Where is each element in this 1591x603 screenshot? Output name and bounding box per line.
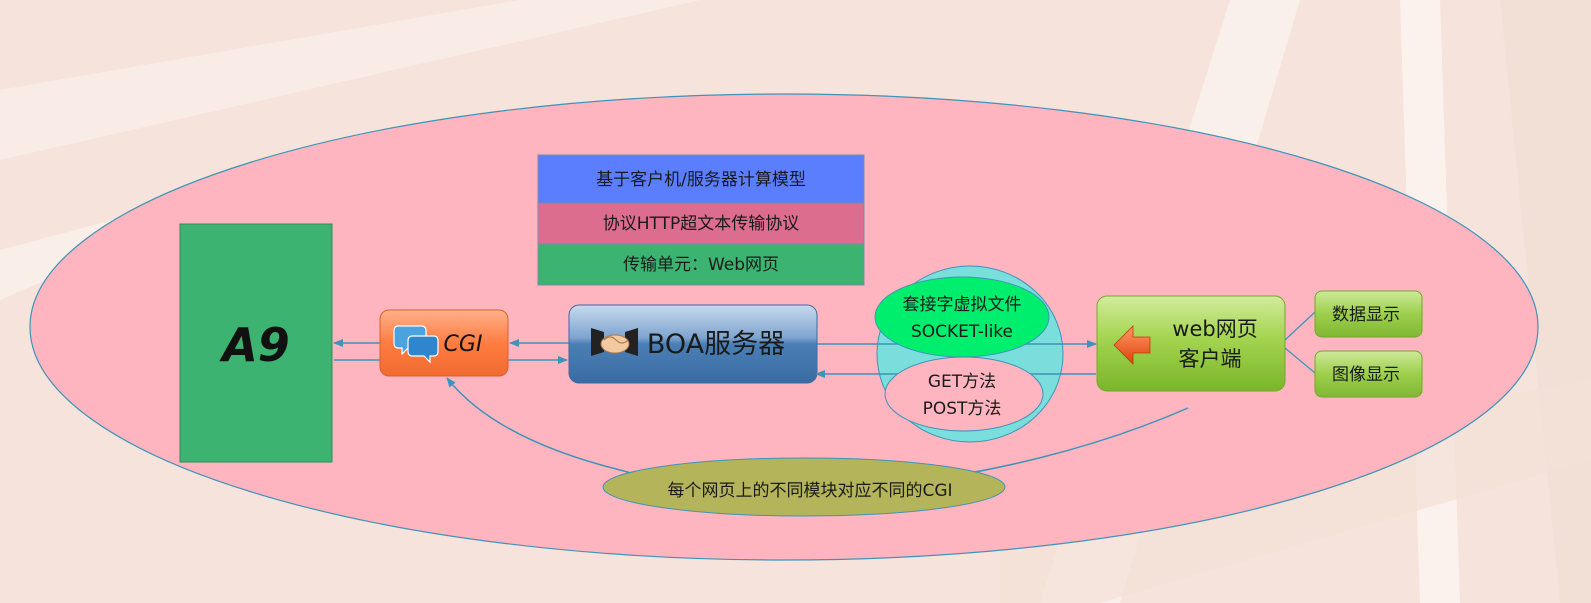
image-display-label: 图像显示	[1332, 365, 1400, 385]
web-client-line-1: web网页	[1172, 317, 1257, 341]
methods-line-1: GET方法	[928, 372, 996, 392]
data-display-box: 数据显示	[1314, 290, 1423, 338]
data-display-label: 数据显示	[1332, 305, 1400, 325]
handshake-icon	[591, 328, 638, 356]
a9-block: A9	[179, 223, 333, 463]
web-client-box: web网页 客户端	[1096, 295, 1286, 392]
socket-area: 套接字虚拟文件 SOCKET-like GET方法 POST方法	[815, 265, 1097, 443]
web-client-line-2: 客户端	[1179, 347, 1242, 371]
info-row-3-bg	[537, 243, 865, 286]
boa-box: BOA服务器	[568, 304, 818, 384]
image-display-box: 图像显示	[1314, 350, 1423, 398]
info-row-3-text: 传输单元：Web网页	[623, 255, 779, 275]
bottom-note-text: 每个网页上的不同模块对应不同的CGI	[667, 481, 952, 501]
socket-ellipse	[874, 276, 1050, 358]
info-row-2-text: 协议HTTP超文本传输协议	[603, 214, 800, 234]
methods-ellipse	[884, 356, 1044, 432]
boa-label: BOA服务器	[647, 329, 785, 360]
info-row-1-text: 基于客户机/服务器计算模型	[596, 170, 806, 190]
methods-line-2: POST方法	[923, 399, 1002, 419]
cgi-box: CGI	[379, 309, 509, 377]
chat-bubbles-icon	[393, 325, 439, 364]
output-branches	[1284, 311, 1316, 374]
a9-label: A9	[219, 318, 290, 372]
info-row-1-bg	[537, 154, 865, 204]
info-box: 基于客户机/服务器计算模型 协议HTTP超文本传输协议 传输单元：Web网页	[537, 154, 865, 286]
bottom-note: 每个网页上的不同模块对应不同的CGI	[602, 457, 1006, 517]
socket-line-1: 套接字虚拟文件	[903, 295, 1022, 315]
socket-line-2: SOCKET-like	[911, 322, 1013, 342]
cgi-label: CGI	[444, 332, 483, 357]
info-row-2-bg	[537, 202, 865, 245]
arrow-left-icon	[1113, 325, 1151, 365]
